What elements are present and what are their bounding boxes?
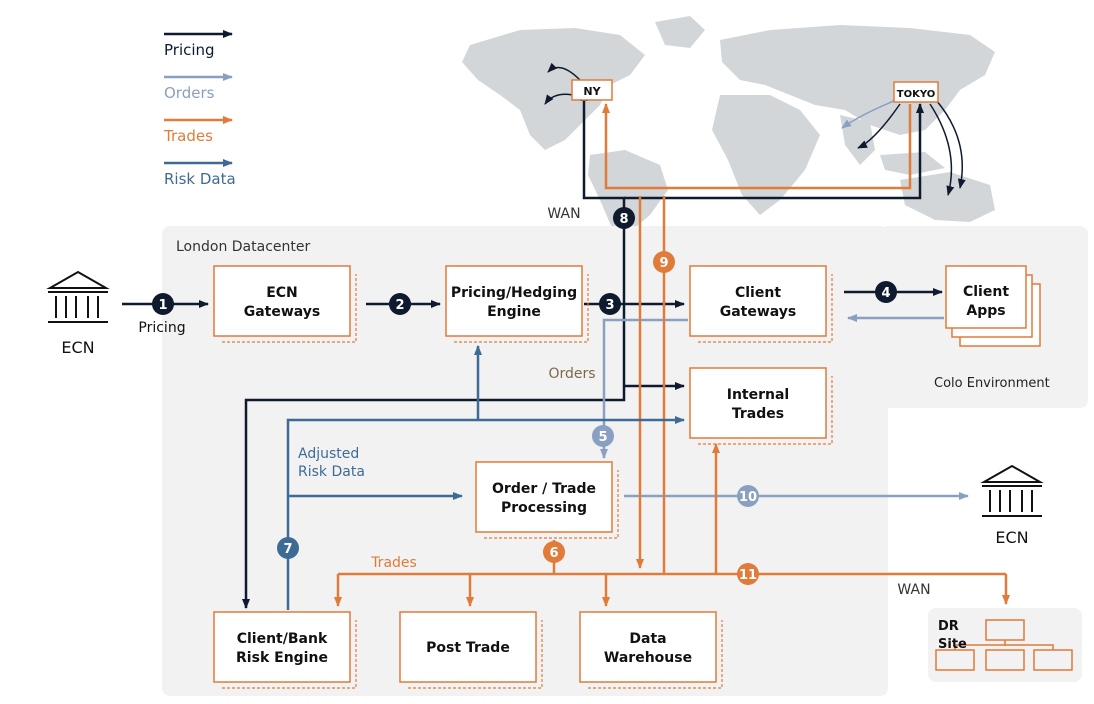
step-badge-10: 10 (737, 485, 759, 507)
step-badge-1: 1 (152, 293, 174, 315)
step-number: 6 (549, 546, 558, 561)
step-number: 5 (598, 430, 607, 445)
map-south-america (588, 150, 668, 232)
pricing-to-tokyo (624, 103, 924, 200)
tokyo-arrow-4 (935, 99, 966, 189)
step-badge-8: 8 (613, 207, 635, 229)
london-datacenter-label: London Datacenter (176, 239, 310, 255)
step-number: 9 (659, 256, 668, 271)
step-badge-4: 4 (875, 281, 897, 303)
label-pricing: Pricing (138, 320, 185, 336)
tokyo-arrow-1 (841, 99, 897, 129)
label-wan-right: WAN (897, 582, 930, 598)
tokyo-label: TOKYO (897, 89, 935, 100)
ny-label: NY (583, 85, 601, 98)
step-number: 1 (158, 298, 167, 313)
legend-label-trades: Trades (163, 127, 213, 145)
step-badge-9: 9 (653, 251, 675, 273)
step-number: 7 (283, 542, 292, 557)
ecn-right-icon (980, 464, 1044, 517)
map-indonesia (880, 152, 945, 175)
map-greenland (655, 16, 705, 48)
step-number: 10 (739, 490, 757, 505)
map-arrows (544, 62, 966, 196)
step-badge-2: 2 (389, 293, 411, 315)
step-number: 3 (605, 298, 614, 313)
label-wan-top: WAN (547, 206, 580, 222)
step-number: 2 (395, 298, 404, 313)
map-north-america (462, 28, 645, 150)
tokyo-arrow-2 (857, 103, 901, 149)
step-badge-5: 5 (592, 425, 614, 447)
ecn-left-icon (46, 270, 110, 323)
step-badge-7: 7 (277, 537, 299, 559)
label-orders: Orders (548, 366, 595, 382)
step-badge-6: 6 (543, 541, 565, 563)
legend-label-pricing: Pricing (164, 41, 215, 59)
tokyo-box (893, 81, 939, 103)
step-number: 4 (881, 286, 890, 301)
ecn-left-label: ECN (61, 338, 94, 357)
label-trades: Trades (370, 555, 417, 571)
colo-label: Colo Environment (934, 376, 1050, 391)
pricing-to-risk-engine (242, 386, 626, 609)
step-badge-11: 11 (737, 563, 759, 585)
orders-from-tokyo (602, 103, 912, 190)
ecn-right-label: ECN (995, 528, 1028, 547)
dr-site-diagram (935, 619, 1073, 671)
map-africa (712, 95, 820, 215)
step-badges: 1 2 3 4 5 6 7 8 9 10 11 (152, 207, 897, 585)
step-badge-3: 3 (599, 293, 621, 315)
box-post-trade: Post Trade (399, 611, 543, 689)
london-datacenter-panel (162, 226, 888, 696)
legend-label-orders: Orders (164, 84, 215, 102)
world-map (462, 16, 995, 232)
ny-box (571, 79, 613, 101)
box-label-post-trade: Post Trade (426, 640, 510, 656)
orders-client-gw-to-processing (600, 318, 688, 459)
map-europe-asia (720, 25, 995, 135)
ny-arrow-1 (547, 62, 581, 81)
map-australia (900, 172, 995, 222)
pricing-vertical-wan (580, 91, 626, 386)
step-number: 8 (619, 212, 628, 227)
tokyo-arrow-3 (929, 103, 955, 196)
legend-label-risk: Risk Data (164, 170, 236, 188)
step-number: 11 (739, 568, 757, 583)
